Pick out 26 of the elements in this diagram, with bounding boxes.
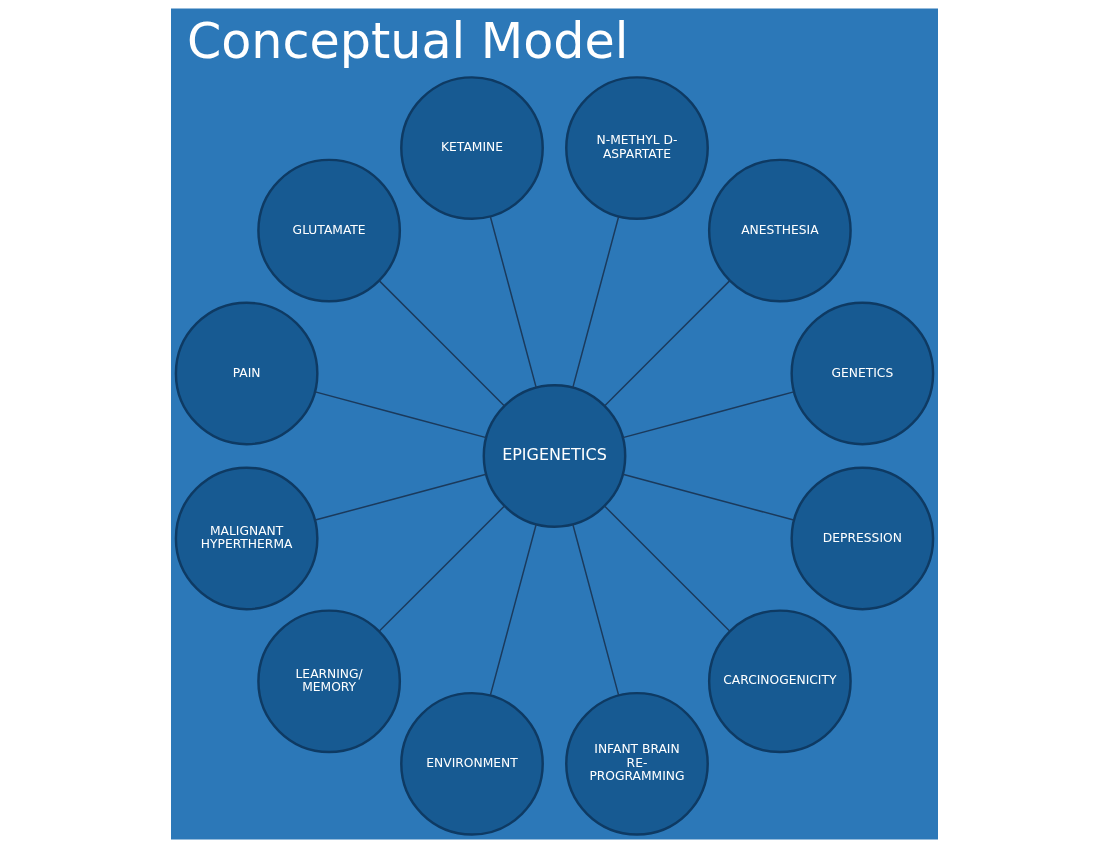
connector	[622, 391, 795, 439]
connector	[378, 505, 506, 632]
connector	[572, 523, 620, 696]
node-circle: ENVIRONMENT	[400, 691, 544, 836]
connector	[489, 216, 537, 389]
connector	[489, 523, 537, 696]
node-circle: KETAMINE	[400, 76, 544, 221]
connector	[314, 473, 487, 521]
node-circle: N-METHYL D- ASPARTATE	[565, 76, 709, 221]
node-circle: ANESTHESIA	[707, 158, 852, 303]
diagram-title: Conceptual Model	[186, 11, 629, 70]
node-circle: DEPRESSION	[790, 466, 935, 611]
node-circle: PAIN	[174, 301, 319, 446]
node-circle: INFANT BRAIN RE- PROGRAMMING	[565, 691, 709, 836]
connector	[603, 505, 731, 632]
node-circle: LEARNING/ MEMORY	[257, 609, 402, 754]
node-circle: GENETICS	[790, 301, 935, 446]
node-circle: MALIGNANT HYPERTHERMA	[174, 466, 319, 611]
connector	[603, 280, 731, 407]
connector	[572, 216, 620, 389]
node-circle: CARCINOGENICITY	[707, 609, 852, 754]
node-circle: EPIGENETICS	[482, 384, 627, 528]
connector	[622, 473, 795, 521]
connector	[314, 391, 487, 439]
node-circle: GLUTAMATE	[257, 158, 402, 303]
connector	[378, 280, 506, 407]
